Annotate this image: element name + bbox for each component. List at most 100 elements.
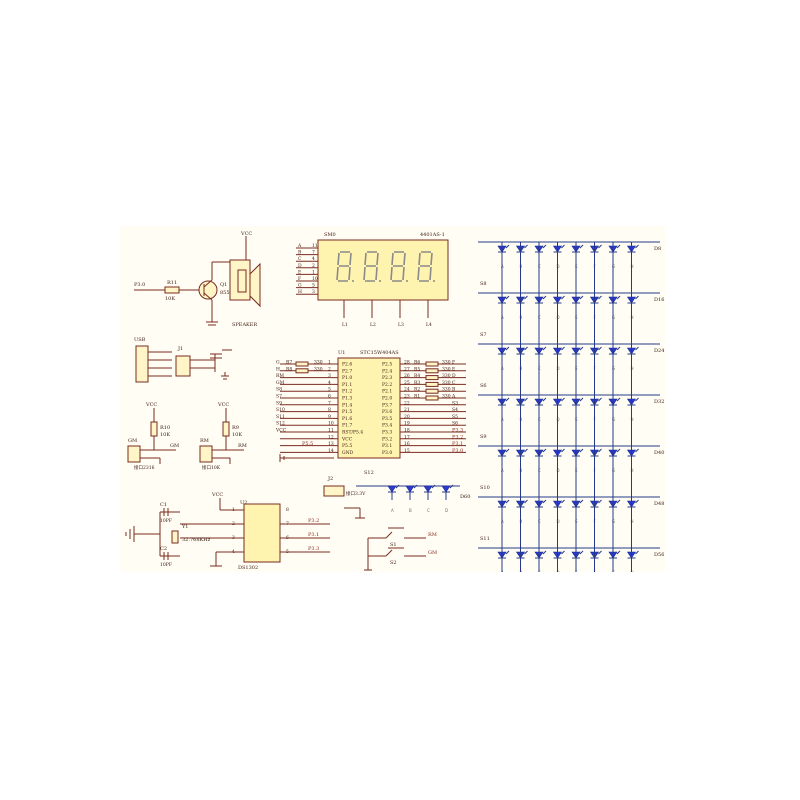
- matrix-end-label: D16: [654, 297, 664, 303]
- led-diode: [515, 397, 528, 413]
- mcu-net-label: VCC: [275, 428, 287, 434]
- led-col-label: C: [427, 508, 430, 513]
- matrix-row-label: S8: [480, 281, 487, 287]
- svg-text:RM: RM: [200, 438, 209, 444]
- mcu-pin-num: 28: [404, 360, 410, 366]
- battery-connector: [323, 485, 345, 497]
- led-diode: [608, 295, 621, 311]
- led-diode: [497, 550, 510, 566]
- mcu-net-label: GM: [276, 380, 285, 386]
- mcu-bottom-net: P5.5: [302, 441, 313, 447]
- display-pin-label: B: [298, 250, 302, 256]
- mcu-pin-name: P3.2: [382, 436, 392, 442]
- mcu-circuit: U1 STC15W404AS P2.61GP2.72HP1.03RMP1.14G…: [275, 350, 466, 462]
- svg-text:R10: R10: [160, 425, 170, 431]
- mcu-resistor: [295, 368, 309, 374]
- svg-text:32.768KHz: 32.768KHz: [182, 537, 211, 543]
- mcu-pin-num: 19: [404, 421, 410, 427]
- mcu-pin-name: P2.7: [342, 368, 352, 374]
- button-s1: S1: [390, 542, 397, 548]
- svg-text:4401AS-1: 4401AS-1: [420, 232, 445, 238]
- led-diode: [571, 244, 584, 260]
- matrix-end-label: D48: [654, 501, 664, 507]
- matrix-row-label: S7: [480, 332, 487, 338]
- matrix-end-label: D8: [654, 246, 661, 252]
- mcu-pin-name: P1.1: [342, 382, 352, 388]
- matrix-end-label: D24: [654, 348, 664, 354]
- mcu-pin-name: P3.3: [382, 430, 392, 436]
- led-diode: [571, 499, 584, 515]
- led-diode: [571, 448, 584, 464]
- display-pin-label: F: [298, 276, 301, 282]
- mcu-pin-name: P3.4: [382, 423, 392, 429]
- led-col-label: D: [445, 508, 448, 513]
- svg-text:GM: GM: [128, 438, 137, 444]
- led-col-label: B: [409, 508, 412, 513]
- led-diode: [534, 448, 547, 464]
- mcu-resistor-value: 330: [442, 366, 451, 372]
- seven-segment-digit: [390, 251, 408, 282]
- mcu-resistor-value: 330: [442, 360, 451, 366]
- digit-pin-label: L1: [342, 322, 348, 328]
- battery-circuit: J2 接口3.3V: [323, 476, 366, 519]
- mcu-net-label: P3.0: [452, 448, 463, 454]
- svg-text:RM: RM: [238, 443, 247, 449]
- mcu-pin-num: 2: [328, 366, 331, 372]
- svg-text:GM: GM: [170, 443, 179, 449]
- led-diode: [515, 346, 528, 362]
- mcu-pin-name: P3.0: [382, 450, 392, 456]
- mcu-pin-num: 7: [328, 400, 331, 406]
- svg-text:10PF: 10PF: [160, 562, 172, 568]
- led-diode: [552, 448, 565, 464]
- mcu-pin-num: 4: [328, 380, 331, 386]
- matrix-end-label: D40: [654, 450, 664, 456]
- resistor-r10: [150, 421, 158, 437]
- svg-text:C1: C1: [160, 502, 167, 508]
- mcu-resistor: [425, 368, 439, 374]
- led-diode: [552, 550, 565, 566]
- mcu-pin-num: 15: [404, 448, 410, 454]
- matrix-col-label: G: [612, 315, 615, 320]
- button-s2: S2: [390, 560, 397, 566]
- svg-text:SM0: SM0: [324, 232, 336, 238]
- led-diode: [497, 295, 510, 311]
- mcu-resistor: [425, 375, 439, 381]
- led-diode: [497, 499, 510, 515]
- mcu-pin-name: VCC: [341, 436, 353, 442]
- led-diode: [589, 346, 602, 362]
- led-diode: [534, 295, 547, 311]
- mcu-pin-name: P1.4: [342, 402, 352, 408]
- matrix-col-label: D: [557, 315, 560, 320]
- svg-text:C2: C2: [160, 546, 167, 552]
- led-diode: [571, 346, 584, 362]
- led-diode: [497, 397, 510, 413]
- matrix-col-label: H: [631, 468, 634, 473]
- mcu-net-label: S4: [452, 407, 458, 413]
- svg-text:10K: 10K: [165, 296, 175, 302]
- svg-text:VCC: VCC: [211, 492, 223, 498]
- mcu-resistor-ref: R2: [414, 387, 420, 393]
- display-pin-label: H: [298, 289, 302, 295]
- crystal-y1: [171, 530, 179, 544]
- mcu-resistor-ref: R8: [286, 366, 292, 372]
- matrix-end-label: D32: [654, 399, 664, 405]
- mcu-resistor-value: 330: [314, 360, 323, 366]
- mcu-pin-num: 17: [404, 434, 410, 440]
- led-diode: [552, 346, 565, 362]
- matrix-col-label: G: [612, 570, 615, 572]
- matrix-end-label: D56: [654, 552, 664, 558]
- svg-text:Y1: Y1: [181, 524, 188, 530]
- display-pin-label: D: [298, 263, 302, 269]
- svg-text:VCC: VCC: [217, 402, 229, 408]
- display-pin-num: 1: [312, 269, 315, 275]
- display-pin-num: 10: [312, 276, 318, 282]
- led-diode: [534, 397, 547, 413]
- matrix-col-label: D: [557, 264, 560, 269]
- gm-circuit: VCC R10 10K GM GM 接口2316: [127, 402, 179, 471]
- svg-text:J2: J2: [327, 476, 333, 482]
- matrix-col-label: D: [557, 570, 560, 572]
- svg-text:10K: 10K: [232, 432, 242, 438]
- svg-text:P3.3: P3.3: [308, 546, 319, 552]
- svg-text:P3.1: P3.1: [308, 532, 319, 538]
- mcu-net-label: P3.2: [452, 434, 463, 440]
